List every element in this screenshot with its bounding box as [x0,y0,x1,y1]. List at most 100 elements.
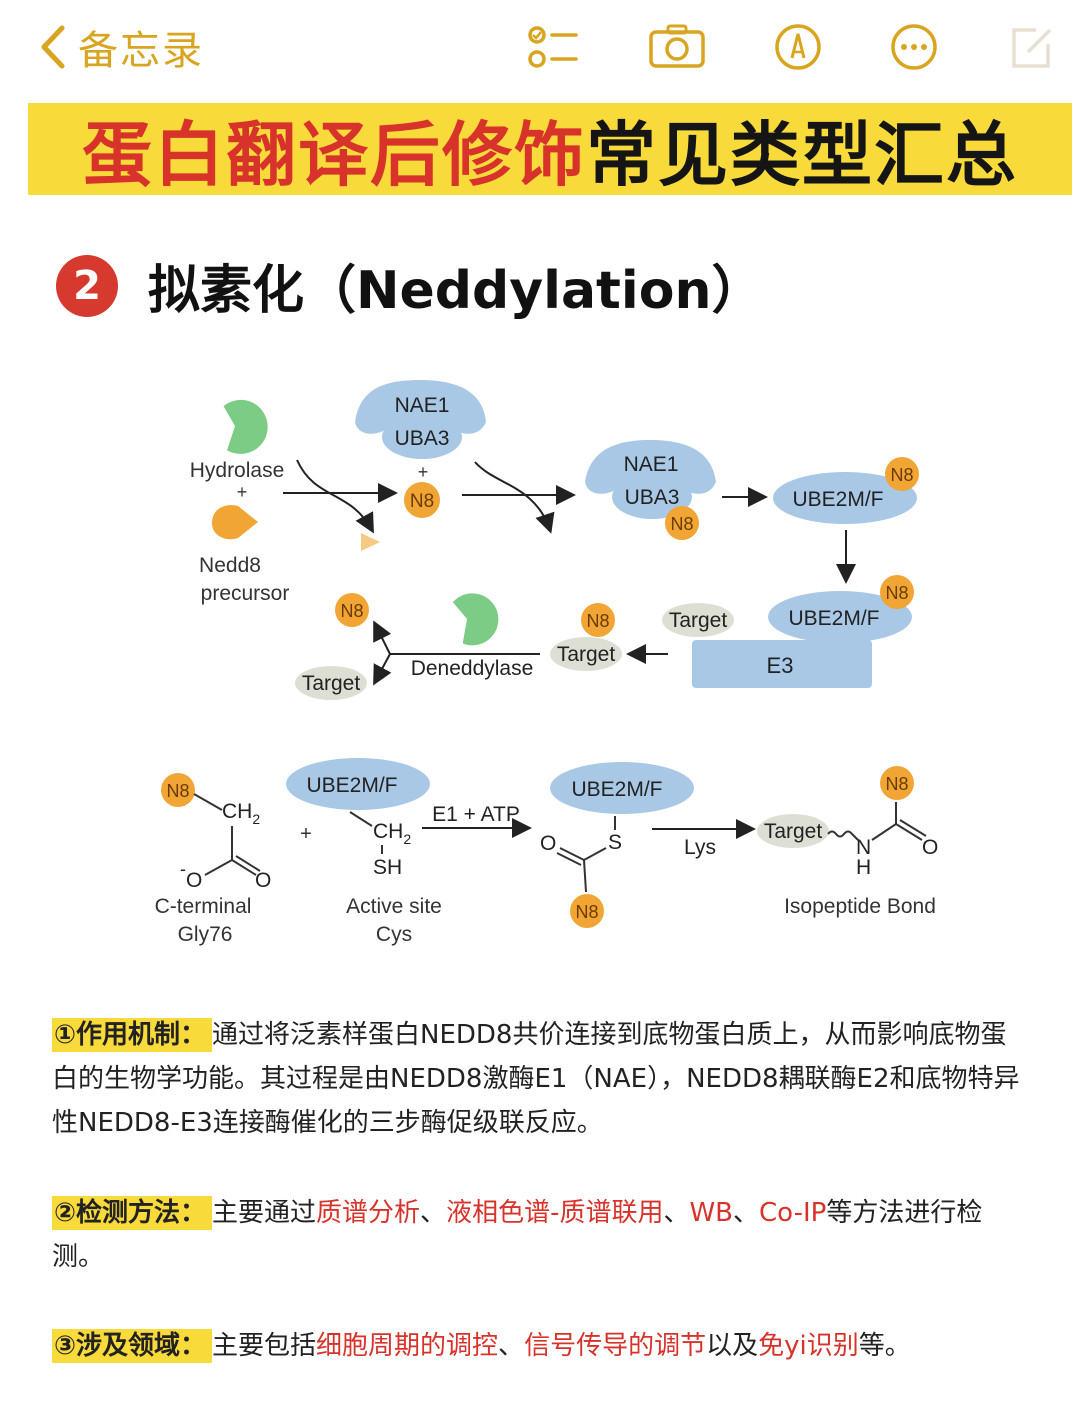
section-number-badge: 2 [56,254,118,317]
back-button[interactable]: 备忘录 [38,18,204,76]
ch2-cys-ch: CH [373,820,403,843]
fields-immune: 免yi识别 [758,1331,859,1361]
section-title: 拟素化（Neddylation） [148,261,764,321]
n8-on-target [581,603,615,637]
target-released [295,666,367,700]
o-gly-2: O [255,869,271,892]
bond-n-c [871,823,897,841]
active-label-1: Active site [346,895,442,918]
split-arrow-up [373,620,392,655]
bond-c-o [231,859,257,876]
uba3-label-2: UBA3 [625,486,680,509]
detection-label: ②检测方法： [52,1196,213,1230]
fields-paragraph: ③涉及领域：主要包括细胞周期的调控、信号传导的调节以及免yi识别等。 [52,1324,1032,1368]
bond-ube-ch2 [349,811,373,827]
nh-h: H [856,856,871,879]
banner-title-black: 常见类型汇总 [586,113,1018,196]
target-on-e3 [662,603,734,637]
ch2-gly-sub: 2 [252,811,260,827]
bond-c-o-iso-double [899,819,927,837]
ominus-sign: - [180,859,186,879]
target-iso-label: Target [764,820,823,843]
detection-method-wb: WB [689,1198,734,1228]
n8-on-ube2m-bottom-label: N8 [885,583,908,603]
plus-sign-2: + [418,462,429,482]
n8-on-uba3-label: N8 [670,514,693,534]
nedd8-precursor-label-1: Nedd8 [199,554,261,577]
fields-text-2: 以及 [706,1331,759,1361]
checklist-button[interactable] [526,22,582,72]
camera-button[interactable] [648,22,705,72]
detection-method-lcms: 液相色谱-质谱联用 [446,1198,664,1228]
s-label: S [608,831,622,854]
o-gly-1: O [186,869,202,892]
banner-title-red: 蛋白翻译后修饰 [82,113,586,196]
n8-free-label: N8 [410,491,434,512]
cterm-label-1: C-terminal [155,895,252,918]
detection-sep-1: 、 [420,1198,447,1228]
checklist-icon [528,26,578,68]
ch2-cys-label: CH2 [373,820,411,847]
n8-isopeptide [880,766,914,800]
sh-label: SH [373,856,402,879]
n8-thioester-label: N8 [575,902,598,922]
markup-button[interactable] [772,22,828,72]
back-label: 备忘录 [78,28,204,74]
camera-icon [649,24,705,68]
o-iso: O [922,836,938,859]
n8-on-ube2m-bottom [880,575,914,609]
n8-on-ube2m-top [885,457,919,491]
ube2m-chem-1 [286,758,430,810]
ch2-gly-ch: CH [222,800,252,823]
e3-label: E3 [767,653,794,678]
ch2-cys-sub: 2 [403,831,411,847]
fields-label: ③涉及领域： [52,1329,213,1363]
propeptide-fragment [361,533,380,551]
lys-chain [827,830,853,838]
n8-on-ube2m-top-label: N8 [890,465,913,485]
detection-sep-3: 、 [733,1198,760,1228]
n8-gly76 [161,773,195,807]
deneddylase-shape [452,593,499,646]
processing-arrow [296,459,374,534]
fields-text-end: 等。 [858,1331,911,1361]
ube2m-chem-2-label: UBE2M/F [571,778,662,801]
detection-sep-2: 、 [663,1198,690,1228]
n8-thioester [570,894,604,928]
mechanism-paragraph: ①作用机制：通过将泛素样蛋白NEDD8共价连接到底物蛋白质上，从而影响底物蛋白的… [52,1013,1032,1145]
e1atp-label: E1 + ATP [432,803,520,826]
more-button[interactable] [888,22,944,72]
uba3-subunit [382,415,462,459]
fields-text-1: 主要包括 [212,1331,317,1361]
n8-released [335,593,369,627]
detection-paragraph: ②检测方法：主要通过质谱分析、液相色谱-质谱联用、WB、Co-IP等方法进行检测… [52,1191,1032,1279]
bond-n8-ch2 [193,793,223,811]
nedd8-precursor-label-2: precursor [201,582,290,605]
n8-released-label: N8 [340,601,363,621]
top-bar: 备忘录 [0,0,1080,95]
ube2m-chem-1-label: UBE2M/F [306,774,397,797]
loading-arrow-curve [474,461,555,534]
cterm-label-2: Gly76 [178,923,233,946]
nae1-subunit-2 [585,440,716,494]
ube2m-top-label: UBE2M/F [792,488,883,511]
bond-c-o-iso [895,823,923,841]
bond-c-ominus [204,859,233,876]
compose-button[interactable] [1006,22,1062,72]
detection-method-ms: 质谱分析 [316,1198,421,1228]
more-icon [891,24,937,70]
mechanism-text: 通过将泛素样蛋白NEDD8共价连接到底物蛋白质上，从而影响底物蛋白的生物学功能。… [52,1020,1020,1138]
title-banner: 蛋白翻译后修饰 常见类型汇总 [28,103,1072,196]
markup-icon [775,24,821,70]
n8-free [404,482,440,518]
fields-sep-1: 、 [498,1331,525,1361]
e3-box [692,640,872,688]
bond-c-n8-thio [583,859,587,893]
lys-label: Lys [684,836,716,859]
isopeptide-label: Isopeptide Bond [784,895,936,918]
neddylated-target [550,637,622,671]
detection-text-end: 等方法进行检测。 [52,1198,983,1272]
ube2m-bottom-label: UBE2M/F [788,607,879,630]
active-label-2: Cys [376,923,412,946]
n8-isopeptide-label: N8 [885,774,908,794]
